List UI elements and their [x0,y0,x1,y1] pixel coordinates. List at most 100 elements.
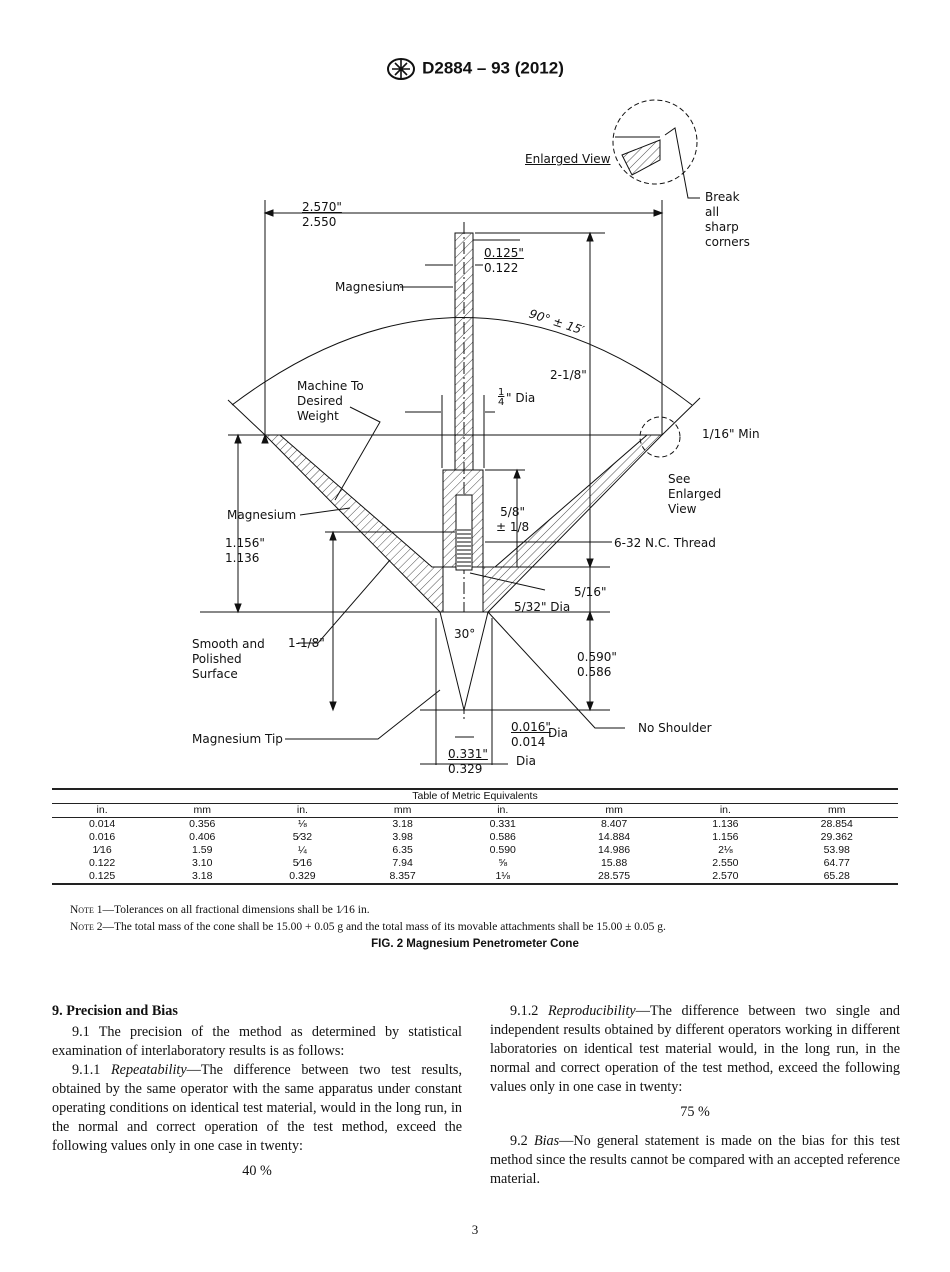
stem-width-label: 0.125"0.122 [484,246,524,276]
label-line: 0.122 [484,261,519,275]
table-cell: 14.884 [598,831,631,843]
label-line: 0.586 [577,665,612,679]
right-column: 9.1.2 Reproducibility—The difference bet… [490,1002,900,1189]
section-heading: 9. Precision and Bias [52,1003,178,1019]
para-number: 9.1.1 [72,1062,111,1078]
no-shoulder-label: No Shoulder [638,721,712,735]
table-cell: 2.570 [712,870,739,882]
note-text: —Tolerances on all fractional dimensions… [102,904,370,916]
page-number: 3 [471,1222,479,1237]
denominator: 4 [498,397,505,408]
table-cell: 14.986 [598,844,631,856]
label-line: 1.156" [225,536,265,550]
left-column: 9. Precision and Bias 9.1 The precision … [52,1002,462,1191]
tip-angle-label: 30° [454,627,476,641]
para-number: 9.1.2 [510,1003,548,1019]
table-cell: 28.575 [598,870,631,882]
label-line: Polished [192,652,242,666]
table-cell: 0.331 [489,818,516,830]
table-caption: Table of Metric Equivalents [52,789,898,804]
astm-logo [387,58,416,80]
table-cell: 2.550 [712,857,739,869]
table-cell: ¼ [298,844,307,856]
base-dia-label: 0.331"0.329 [448,747,488,777]
label-line: Smooth and [192,637,265,651]
label-line: 0.016" [511,720,551,734]
table-cell: 5⁄32 [292,831,313,843]
label-line: 0.014 [511,735,546,749]
para-term: Repeatability [110,1062,187,1078]
penetrometer-cone-drawing [200,99,701,765]
magnesium-stem-label: Magnesium [335,280,405,294]
table-cell: 1⁄16 [92,844,112,856]
page-header: D2884 – 93 (2012) [0,57,950,81]
note-label: Note 1 [70,904,103,916]
quarter-dia-unit: " Dia [506,391,536,405]
table-cell: 0.356 [189,818,216,830]
length-label: 1-1/8" [288,636,325,650]
label-line: Break [705,190,740,204]
table-cell: 2⅛ [718,844,733,856]
note-text: —The total mass of the cone shall be 15.… [102,921,666,933]
paragraph-9-1-1: 9.1.1 Repeatability—The difference betwe… [52,1061,462,1156]
thread-label: 6-32 N.C. Thread [614,536,716,550]
table-cell: 65.28 [823,870,850,882]
table-cell: ⅛ [298,818,307,830]
label-line: Desired [297,394,343,408]
table-cell: ⅝ [498,857,508,869]
hole-dia-label: 5/32" Dia [514,600,571,614]
table-cell: 64.77 [823,857,850,869]
column-header: in. [452,803,553,818]
table-cell: 1.59 [192,844,213,856]
label-line: 2.570" [302,200,342,214]
reproducibility-value: 75 % [680,1104,710,1120]
table-cell: 0.125 [88,870,116,882]
enlarged-view-circle [612,99,698,185]
column-header: in. [675,803,776,818]
label-line: ± 1/8 [496,520,530,534]
label-line: 5/8" [500,505,526,519]
table-cell: 28.854 [820,818,853,830]
thread-depth-label: 5/8"± 1/8 [496,505,529,535]
paragraph-9-1-2: 9.1.2 Reproducibility—The difference bet… [490,1002,900,1097]
magnesium-tip [439,611,489,711]
para-term: Reproducibility [547,1003,636,1019]
label-line: Surface [192,667,238,681]
hub-height-label: 5/16" [574,585,607,599]
cone-body [263,434,444,613]
table-cell: 8.407 [600,818,628,830]
para-number: 9.2 [510,1133,534,1149]
table-cell: 0.406 [189,831,216,843]
table-cell: 8.357 [389,870,416,882]
figure-caption: FIG. 2 Magnesium Penetrometer Cone [371,938,579,950]
paragraph-9-1: 9.1 The precision of the method as deter… [52,1024,462,1059]
label-line: 0.590" [577,650,617,664]
table-cell: 29.362 [820,831,853,843]
label-line: sharp [705,220,739,234]
table-cell: 53.98 [823,844,850,856]
label-line: 1.136 [225,551,260,565]
table-cell: 0.122 [88,857,116,869]
table-cell: 0.329 [289,870,316,882]
table-cell: 15.88 [600,857,628,869]
table-cell: 1.136 [712,818,739,830]
label-line: 0.331" [448,747,488,761]
label-line: Enlarged [668,487,722,501]
label-line: corners [705,235,750,249]
note-2: Note 2—The total mass of the cone shall … [70,921,666,933]
min-thickness-label: 1/16" Min [702,427,760,441]
table-cell: 0.016 [88,831,116,843]
numerator: 1 [498,387,505,398]
column-header: in. [52,803,153,818]
table-cell: 3.98 [392,831,413,843]
table-cell: 0.014 [88,818,116,830]
